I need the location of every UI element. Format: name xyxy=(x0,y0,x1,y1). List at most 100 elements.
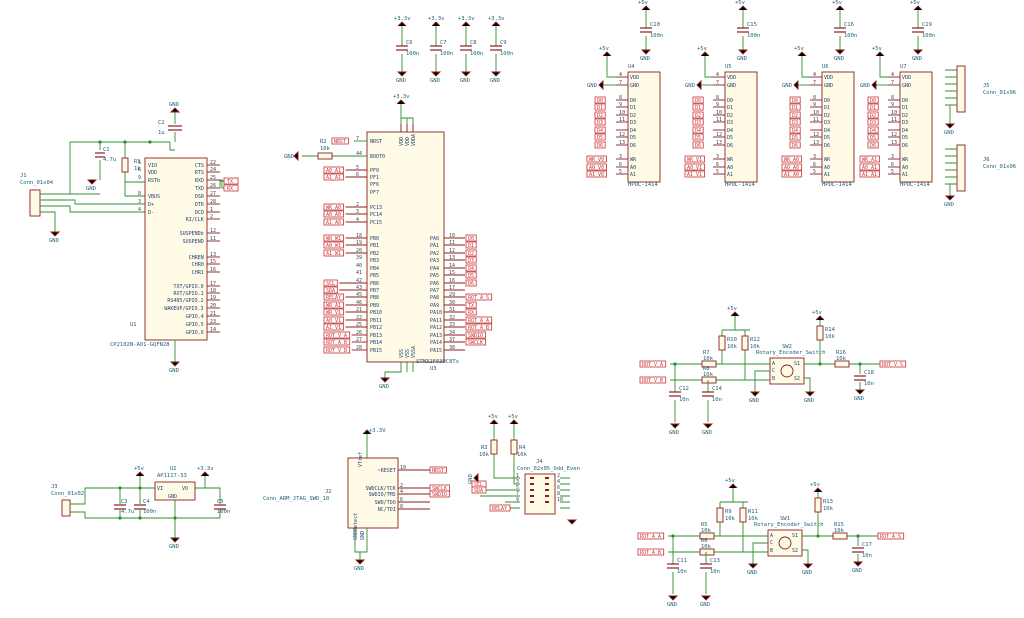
net-label-a1_a1[interactable]: A1_A1 xyxy=(323,173,344,181)
net-label-a1_v1[interactable]: A1_V1 xyxy=(684,170,705,178)
net-label-box[interactable] xyxy=(684,155,705,163)
net-label-box[interactable] xyxy=(637,548,665,556)
net-label-text[interactable]: D2 xyxy=(597,113,603,119)
net-label-a0_v1[interactable]: A0_V1 xyxy=(684,163,705,171)
net-label-text[interactable]: D6 xyxy=(870,143,876,149)
net-label-wr_v1[interactable]: WR_V1 xyxy=(684,155,705,163)
net-label-box[interactable] xyxy=(859,163,880,171)
net-label-d0[interactable]: D0 xyxy=(789,96,801,104)
net-label-box[interactable] xyxy=(465,241,477,249)
net-label-box[interactable] xyxy=(867,133,879,141)
net-label-box[interactable] xyxy=(877,532,905,540)
net-label-text[interactable]: D2 xyxy=(468,251,474,257)
net-label-text[interactable]: D3 xyxy=(870,120,876,126)
net-label-tx[interactable]: TX xyxy=(465,301,477,309)
net-label-text[interactable]: A1_V1 xyxy=(687,172,702,178)
net-label-box[interactable] xyxy=(323,316,344,324)
net-label-rot_a_s[interactable]: ROT_A_S xyxy=(877,532,905,540)
net-label-box[interactable] xyxy=(465,249,477,257)
net-label-a1_w1[interactable]: A1_W1 xyxy=(323,249,344,257)
net-label-box[interactable] xyxy=(465,308,477,316)
net-label-tx[interactable]: TX xyxy=(223,177,239,185)
net-label-box[interactable] xyxy=(859,170,880,178)
encoder-pullup[interactable] xyxy=(716,507,724,523)
net-label-d5[interactable]: D5 xyxy=(692,133,704,141)
net-label-text[interactable]: D1 xyxy=(468,243,474,249)
net-label-d0[interactable]: D0 xyxy=(692,96,704,104)
net-label-a0_a0[interactable]: A0_A0 xyxy=(781,163,802,171)
net-label-rot_v_a[interactable]: ROT_V_A xyxy=(639,360,667,368)
net-label-rx[interactable]: RX xyxy=(465,308,477,316)
net-label-text[interactable]: D4 xyxy=(468,266,474,272)
net-label-text[interactable]: WR_A1 xyxy=(862,157,877,163)
j6-connector[interactable] xyxy=(956,144,966,192)
net-label-text[interactable]: ROT_V_B xyxy=(642,378,663,384)
net-label-text[interactable]: ROT_A_A xyxy=(468,318,489,324)
net-label-text[interactable]: TX xyxy=(468,303,474,309)
net-label-box[interactable] xyxy=(323,203,344,211)
net-label-d5[interactable]: D5 xyxy=(867,133,879,141)
net-label-box[interactable] xyxy=(789,111,801,119)
net-label-d6[interactable]: D6 xyxy=(867,141,879,149)
net-label-text[interactable]: D3 xyxy=(792,120,798,126)
net-label-box[interactable] xyxy=(323,249,344,257)
net-label-text[interactable]: A0_V1 xyxy=(326,318,341,324)
net-label-box[interactable] xyxy=(323,293,344,301)
net-label-a1_a0[interactable]: A1_A0 xyxy=(323,218,344,226)
net-label-box[interactable] xyxy=(692,111,704,119)
net-label-box[interactable] xyxy=(323,286,338,294)
net-label-text[interactable]: WR_V1 xyxy=(326,310,341,316)
r3-resistor[interactable] xyxy=(490,439,498,455)
net-label-d2[interactable]: D2 xyxy=(692,111,704,119)
net-label-d2[interactable]: D2 xyxy=(594,111,606,119)
net-label-box[interactable] xyxy=(429,490,450,498)
net-label-text[interactable]: D0 xyxy=(468,236,474,242)
net-label-a0_a0[interactable]: A0_A0 xyxy=(323,210,344,218)
net-label-d4[interactable]: D4 xyxy=(465,264,477,272)
net-label-text[interactable]: ROT_V_A xyxy=(326,333,347,339)
net-label-text[interactable]: D2 xyxy=(870,113,876,119)
net-label-d4[interactable]: D4 xyxy=(789,126,801,134)
net-label-box[interactable] xyxy=(692,103,704,111)
net-label-box[interactable] xyxy=(789,141,801,149)
net-label-sda[interactable]: SDA xyxy=(471,486,487,494)
net-label-text[interactable]: RELAY xyxy=(326,295,341,301)
net-label-box[interactable] xyxy=(323,279,338,287)
net-label-rot_v_b[interactable]: ROT_V_B xyxy=(323,346,351,354)
net-label-text[interactable]: D3 xyxy=(468,258,474,264)
net-label-a1_a0[interactable]: A1_A0 xyxy=(781,170,802,178)
display-u7[interactable] xyxy=(899,71,933,183)
net-label-text[interactable]: WR_W1 xyxy=(326,236,341,242)
net-label-text[interactable]: SDA xyxy=(326,288,335,294)
net-label-text[interactable]: D1 xyxy=(792,105,798,111)
net-label-box[interactable] xyxy=(594,103,606,111)
net-label-text[interactable]: D5 xyxy=(870,135,876,141)
net-label-text[interactable]: D4 xyxy=(870,128,876,134)
net-label-box[interactable] xyxy=(323,218,344,226)
net-label-text[interactable]: A0_A1 xyxy=(326,168,341,174)
net-label-d5[interactable]: D5 xyxy=(594,133,606,141)
net-label-box[interactable] xyxy=(867,126,879,134)
net-label-d6[interactable]: D6 xyxy=(789,141,801,149)
net-label-text[interactable]: SWCLK xyxy=(432,486,447,492)
encoder-switch[interactable] xyxy=(769,357,805,385)
net-label-box[interactable] xyxy=(323,323,344,331)
net-label-text[interactable]: D5 xyxy=(597,135,603,141)
net-label-box[interactable] xyxy=(323,308,344,316)
net-label-text[interactable]: D3 xyxy=(597,120,603,126)
net-label-box[interactable] xyxy=(879,360,907,368)
net-label-d4[interactable]: D4 xyxy=(594,126,606,134)
net-label-wr_a1[interactable]: WR_A1 xyxy=(859,155,880,163)
net-label-text[interactable]: A0_A1 xyxy=(862,165,877,171)
net-label-text[interactable]: D2 xyxy=(695,113,701,119)
net-label-text[interactable]: ROT_A_B xyxy=(468,325,489,331)
net-label-text[interactable]: SWDIO xyxy=(432,492,447,498)
net-label-d0[interactable]: D0 xyxy=(867,96,879,104)
encoder-resistor[interactable] xyxy=(834,360,850,368)
net-label-box[interactable] xyxy=(867,118,879,126)
net-label-swclk[interactable]: SWCLK xyxy=(465,338,486,346)
net-label-text[interactable]: D2 xyxy=(792,113,798,119)
net-label-wr_v0[interactable]: WR_V0 xyxy=(586,155,607,163)
display-u6[interactable] xyxy=(821,71,855,183)
net-label-a1_a1[interactable]: A1_A1 xyxy=(859,170,880,178)
